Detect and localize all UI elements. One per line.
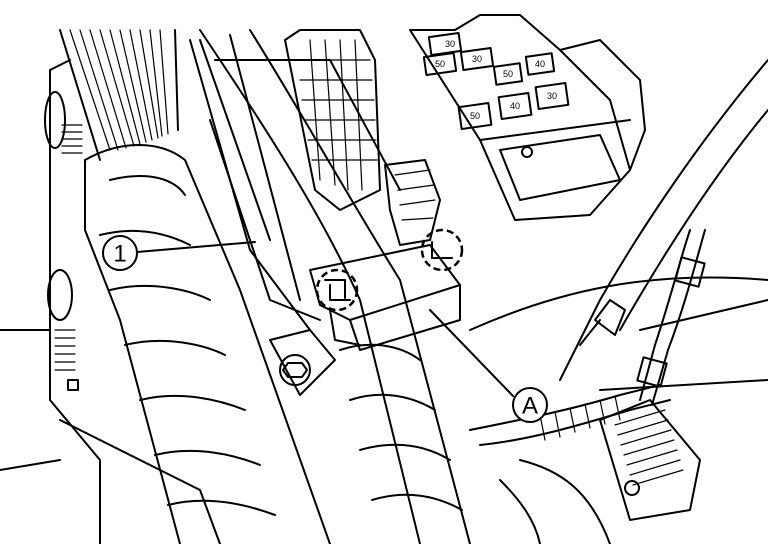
clip-highlight-left (315, 268, 359, 312)
fuse-label: 40 (535, 59, 545, 69)
fuse-box: 30 50 30 50 40 30 50 40 (409, 14, 646, 221)
clip-highlight-right (420, 228, 464, 272)
small-bolt (67, 379, 79, 391)
connector-block (284, 29, 441, 246)
vent-slots (54, 124, 83, 371)
upper-grommet (44, 91, 66, 149)
fuse-label: 50 (503, 69, 513, 79)
fuse-label: 40 (510, 101, 520, 111)
left-frame (0, 59, 221, 544)
fuse-label: 50 (470, 111, 480, 121)
callout-1-label: 1 (113, 241, 126, 268)
harness-a (469, 384, 671, 544)
fuse-label: 30 (547, 91, 557, 101)
fuse-label: 30 (472, 54, 482, 64)
leader-line-1 (136, 241, 256, 253)
lower-right-block (599, 399, 701, 521)
fuse-label: 50 (435, 59, 445, 69)
pipe-nut-upper (674, 256, 706, 288)
clamp-bracket (309, 244, 461, 351)
main-harness-tube (84, 144, 331, 544)
center-panel (189, 34, 401, 331)
pipe-fitting (594, 299, 626, 336)
left-grommet (47, 269, 73, 321)
center-tube (199, 29, 471, 544)
fuse-box-screw (521, 146, 533, 158)
leader-line-a (429, 309, 514, 397)
block-bolt (624, 480, 640, 496)
pipe-nut-lower (636, 356, 668, 388)
fuse-labels: 30 50 30 50 40 30 50 40 (435, 39, 557, 121)
callout-a-label: A (522, 393, 538, 420)
callout-a: A (512, 387, 548, 423)
upper-wire-bundle (59, 29, 179, 161)
callout-1: 1 (102, 235, 138, 271)
right-pipe (579, 229, 706, 406)
fuse-slots (422, 31, 570, 130)
mounting-bolt (269, 329, 336, 396)
fuse-label: 30 (445, 39, 455, 49)
